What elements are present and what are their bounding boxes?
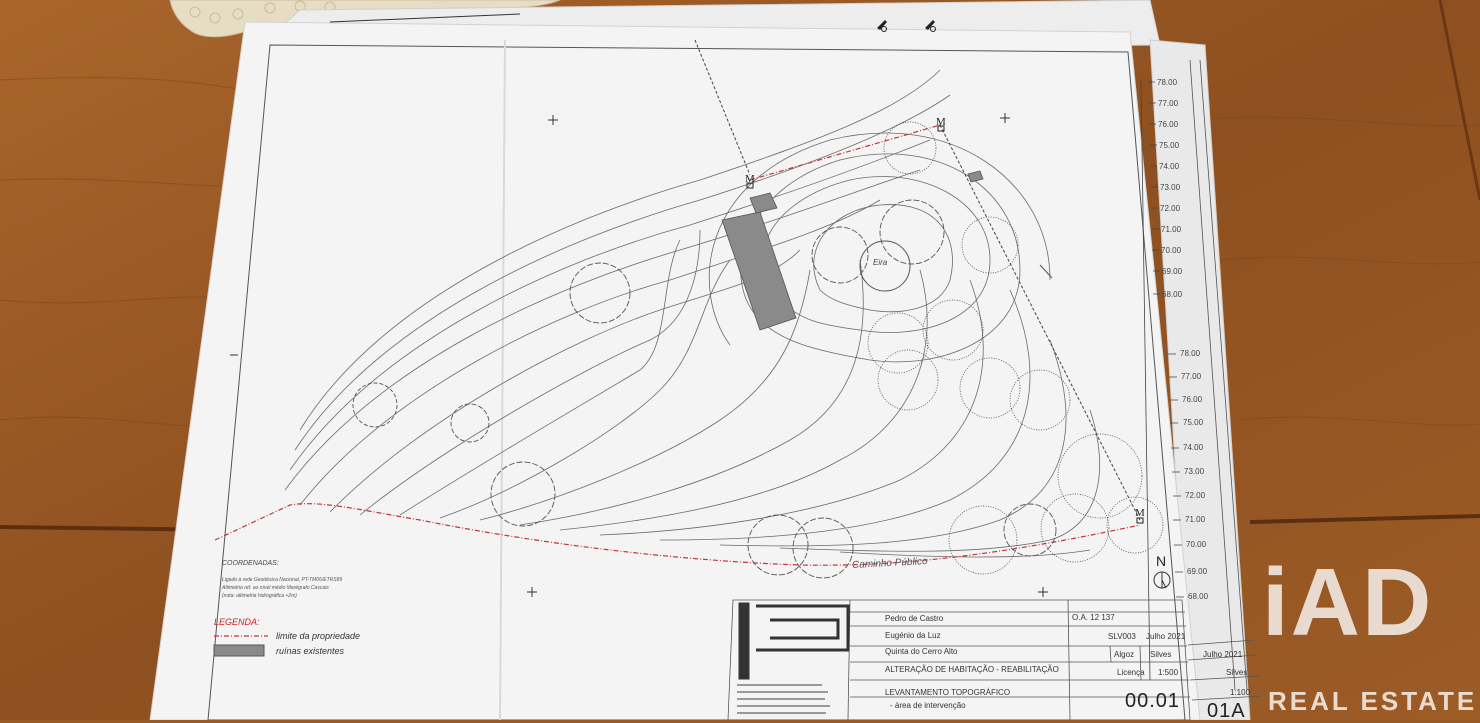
north-label: N	[1156, 553, 1167, 569]
table-edge	[1438, 0, 1480, 201]
svg-text:M: M	[936, 116, 946, 128]
ruler-tick: 72.00	[1160, 204, 1181, 213]
ruler-tick: 74.00	[1159, 162, 1180, 171]
ruler-tick: 71.00	[1185, 515, 1206, 524]
ruler-tick: 70.00	[1186, 540, 1207, 549]
coordinates-title: COORDENADAS:	[222, 560, 279, 567]
project-title: ALTERAÇÃO DE HABITAÇÃO - REABILITAÇÃO	[885, 665, 1059, 674]
ruler-tick: 72.00	[1185, 491, 1206, 500]
parish-name: Algoz	[1114, 650, 1135, 659]
drawing-title: LEVANTAMENTO TOPOGRÁFICO	[885, 688, 1011, 697]
council-name: Silves	[1150, 650, 1172, 659]
side-sheet-line-2	[1199, 59, 1248, 691]
trees	[352, 199, 1057, 579]
ruler-tick: 78.00	[1180, 349, 1201, 358]
coordinates-line: (nota: altimetria hidrográfica +2m)	[222, 593, 297, 599]
side-sheet-line	[1189, 59, 1236, 691]
ruler-tick: 71.00	[1161, 225, 1182, 234]
back-sheet-date: Julho 2021	[1203, 650, 1243, 659]
ruler-tick: 76.00	[1158, 120, 1179, 129]
legend-item-ruins: ruínas existentes	[276, 646, 345, 656]
office-logo	[738, 602, 850, 680]
contour-lines	[284, 69, 1100, 558]
drawing-scale: 1:500	[1158, 668, 1179, 677]
ruler-tick: 68.00	[1188, 592, 1209, 601]
ruler-tick: 73.00	[1160, 183, 1181, 192]
ruler-tick: 75.00	[1183, 418, 1204, 427]
project-phase: Licença	[1117, 668, 1145, 677]
ruler-tick: 69.00	[1162, 267, 1183, 276]
sheet-number: 00.01	[1125, 690, 1181, 712]
office-address-lines	[737, 684, 830, 714]
ruler-tick: 73.00	[1184, 467, 1205, 476]
coordinates-line: Altimetria ref. ao nível médio Marégrafo…	[222, 585, 329, 591]
ruins	[721, 170, 984, 331]
coordinates-line: Ligado à rede Geodésica Nacional, PT-TM0…	[222, 577, 343, 583]
back-sheet-scale: 1:100	[1230, 688, 1251, 697]
requester-name: Eugénio da Luz	[885, 631, 941, 640]
ruler-lines	[1140, 79, 1184, 681]
drawing-subtitle: - área de intervenção	[890, 701, 966, 710]
ruler-tick: 69.00	[1187, 567, 1208, 576]
back-sheet-council: Silves	[1226, 668, 1248, 677]
plan-sheet	[149, 21, 1201, 720]
sheet-fold	[499, 39, 506, 720]
architect-number: O.A. 12 137	[1072, 613, 1115, 622]
agency-watermark-text: REAL ESTATE	[1268, 686, 1478, 716]
back-sheet-marks	[329, 13, 936, 32]
legend-ruin-symbol	[213, 644, 265, 657]
agency-watermark-logo: iAD	[1262, 549, 1434, 656]
plan-frame	[207, 44, 1186, 720]
frame-tick	[1039, 264, 1053, 279]
process-number: SLV003	[1108, 632, 1136, 641]
svg-text:M: M	[1135, 507, 1145, 519]
svg-text:M: M	[745, 173, 755, 185]
ruler-tick: 70.00	[1161, 246, 1182, 255]
eira-label: Eira	[873, 258, 888, 267]
survey-markers: M M M	[745, 116, 1145, 524]
legend-item-boundary: limite da propriedade	[276, 631, 361, 641]
author-name: Pedro de Castro	[885, 614, 944, 623]
title-block-frame	[727, 599, 1263, 720]
olive-trees	[867, 121, 1164, 575]
ruler-tick: 74.00	[1183, 443, 1204, 452]
location-name: Quinta do Cerro Alto	[885, 647, 958, 656]
eira-circle	[859, 240, 911, 292]
ruler-tick: 75.00	[1159, 141, 1180, 150]
ruler-tick: 77.00	[1181, 372, 1202, 381]
parcel-lines	[694, 39, 1141, 521]
ruler-tick: 77.00	[1158, 99, 1179, 108]
drawing-date: Julho 2021	[1146, 632, 1186, 641]
property-boundary	[214, 124, 1141, 566]
north-arrow-icon	[1161, 572, 1167, 589]
back-sheet-number: 01A	[1207, 700, 1246, 722]
ruler-tick: 76.00	[1182, 395, 1203, 404]
grid-crosses	[230, 113, 1048, 597]
ruler-tick: 78.00	[1157, 78, 1178, 87]
legend-title: LEGENDA:	[214, 617, 260, 627]
wood-grain	[0, 77, 1480, 427]
ruler-tick: 68.00	[1162, 290, 1183, 299]
